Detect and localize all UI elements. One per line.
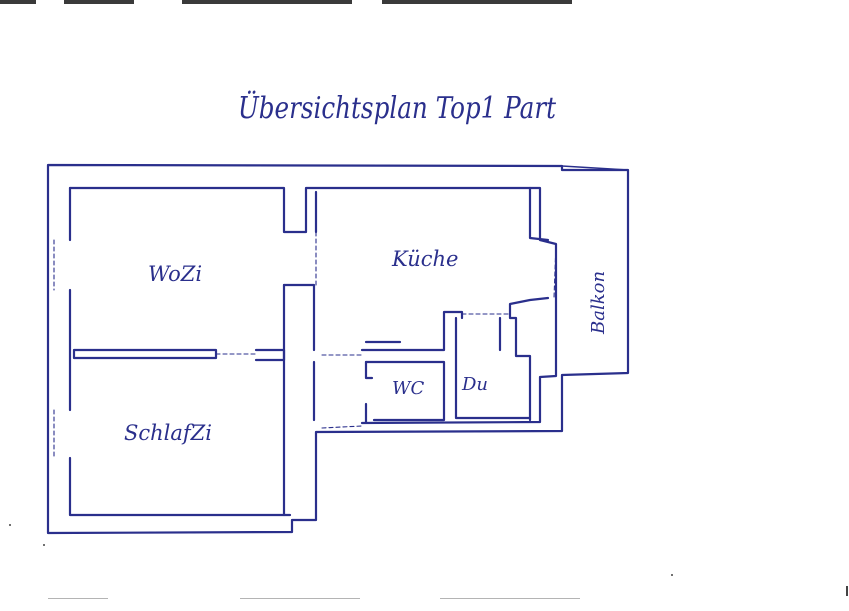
outer-walls (46, 163, 630, 535)
paper-specks (9, 524, 848, 599)
plan-title: Übersichtsplan Top1 Part (238, 90, 557, 126)
cropped-header-marks (0, 0, 572, 4)
room-label-kueche: Küche (391, 247, 458, 271)
door-openings (53, 231, 557, 459)
inner-walls (68, 186, 550, 517)
room-label-schlafzi: SchlafZi (124, 421, 212, 445)
room-label-balkon: Balkon (588, 271, 609, 335)
room-label-wozi: WoZi (148, 262, 202, 286)
room-label-wc: WC (392, 378, 425, 399)
room-label-du: Du (461, 374, 488, 395)
